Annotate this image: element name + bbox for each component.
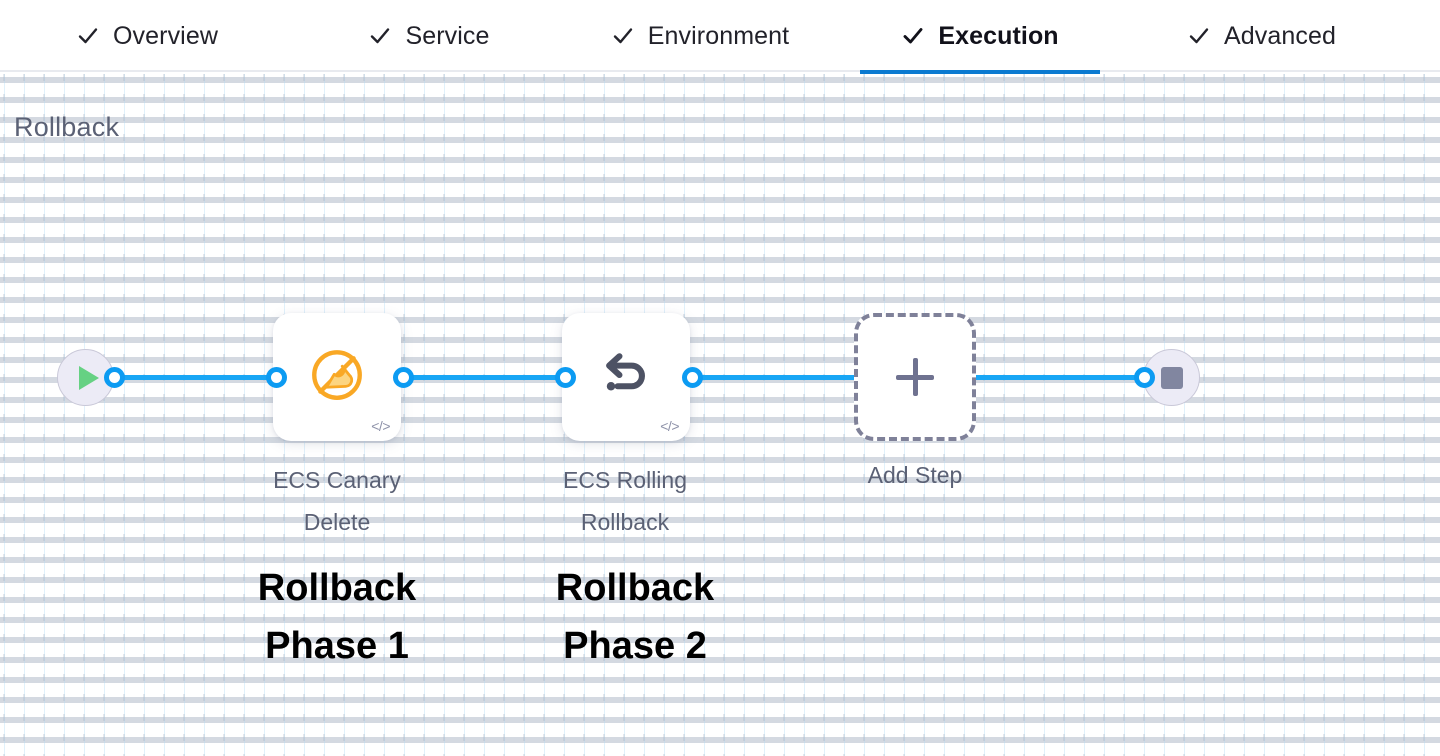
edge-step2-to-addstep bbox=[682, 375, 954, 380]
tab-overview[interactable]: Overview bbox=[36, 0, 258, 72]
pipeline-canvas[interactable]: Rollback </> ECS Canary Delete bbox=[0, 74, 1440, 756]
step-label-ecs-canary-delete: ECS Canary Delete bbox=[273, 467, 401, 535]
add-step-label: Add Step bbox=[867, 462, 963, 488]
tab-environment[interactable]: Environment bbox=[570, 0, 830, 72]
check-icon bbox=[76, 24, 100, 48]
annotation-rollback-phase-2: Rollback Phase 2 bbox=[555, 567, 715, 667]
annotation-rollback-phase-1: Rollback Phase 1 bbox=[257, 567, 417, 667]
check-icon bbox=[611, 24, 635, 48]
edge-start-to-step1 bbox=[104, 375, 286, 380]
port-step2-output[interactable] bbox=[555, 367, 576, 388]
port-end-input[interactable] bbox=[1134, 367, 1155, 388]
tab-advanced[interactable]: Advanced bbox=[1144, 0, 1379, 72]
step-node-ecs-canary-delete[interactable]: </> bbox=[273, 313, 401, 441]
check-icon bbox=[1187, 24, 1211, 48]
tab-advanced-label: Advanced bbox=[1224, 21, 1336, 50]
play-icon bbox=[78, 365, 99, 390]
tab-environment-label: Environment bbox=[647, 21, 790, 50]
step-label-ecs-rolling-rollback: ECS Rolling Rollback bbox=[563, 467, 687, 535]
code-badge-icon[interactable]: </> bbox=[660, 418, 679, 434]
stop-icon bbox=[1160, 366, 1183, 389]
tab-execution[interactable]: Execution bbox=[860, 0, 1100, 74]
code-badge-icon[interactable]: </> bbox=[371, 418, 390, 434]
page-title: Rollback bbox=[14, 112, 120, 142]
tab-active-underline bbox=[860, 70, 1100, 74]
tab-overview-label: Overview bbox=[113, 21, 218, 50]
rollback-undo-icon bbox=[596, 345, 656, 410]
port-start-output[interactable] bbox=[104, 367, 125, 388]
port-step1-input[interactable] bbox=[393, 367, 414, 388]
add-step-button[interactable] bbox=[854, 313, 976, 441]
edge-addstep-to-end bbox=[964, 375, 1144, 380]
tab-execution-label: Execution bbox=[938, 21, 1059, 50]
check-icon bbox=[368, 24, 392, 48]
rollback-flow-graph: </> ECS Canary Delete Rollback Phase 1 <… bbox=[0, 74, 1440, 756]
port-step1-output[interactable] bbox=[266, 367, 287, 388]
check-icon bbox=[901, 24, 925, 48]
ecs-canary-delete-icon bbox=[309, 347, 365, 408]
pipeline-end-node[interactable] bbox=[1143, 349, 1200, 406]
tab-service[interactable]: Service bbox=[320, 0, 538, 72]
pipeline-start-node[interactable] bbox=[57, 349, 114, 406]
port-step2-input[interactable] bbox=[682, 367, 703, 388]
edge-step1-to-step2 bbox=[393, 375, 575, 380]
plus-icon bbox=[896, 358, 934, 396]
tab-service-label: Service bbox=[405, 21, 490, 50]
stage-tab-bar: Overview Service Environment Execution A… bbox=[0, 0, 1440, 74]
step-node-ecs-rolling-rollback[interactable]: </> bbox=[562, 313, 690, 441]
